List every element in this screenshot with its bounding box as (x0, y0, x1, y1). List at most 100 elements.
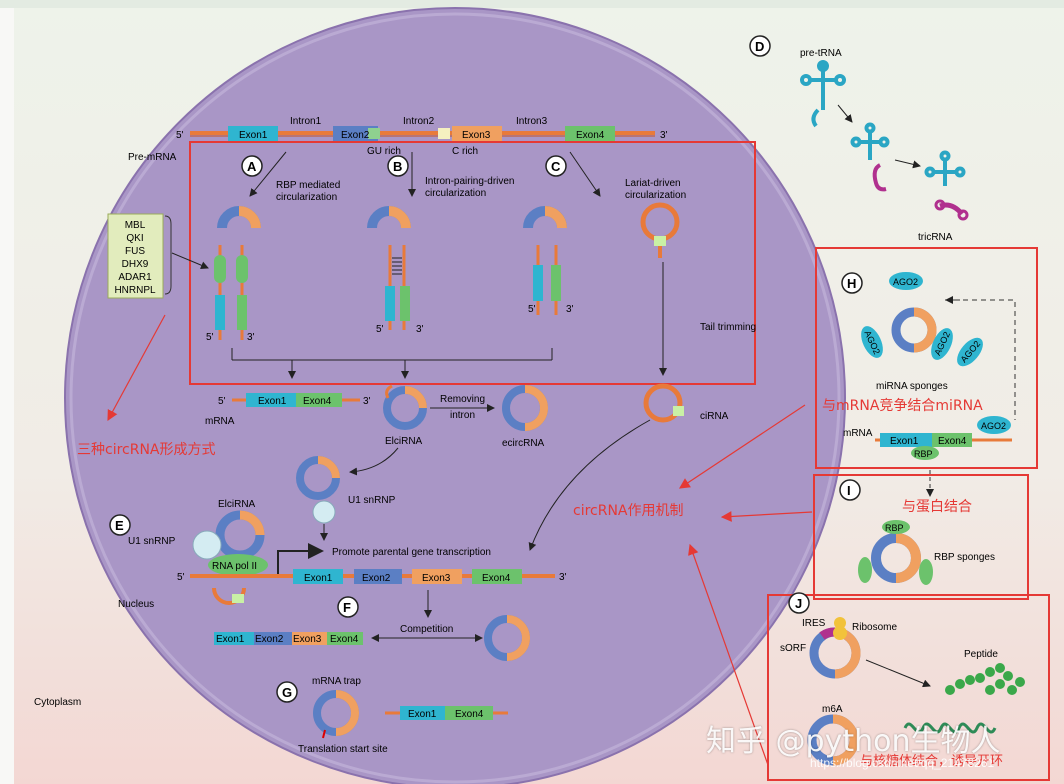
ago2-left: AGO2 (861, 326, 883, 358)
label-j: J (788, 592, 810, 614)
watermark-main: 知乎 @python生物人 (706, 724, 1001, 759)
protein-bind-annotation: 与蛋白结合 (902, 499, 972, 515)
svg-text:Exon2: Exon2 (362, 573, 391, 584)
protein-qki: QKI (126, 233, 143, 244)
label-e: E (109, 514, 131, 536)
translation-arrow (865, 659, 931, 688)
rbp-sponge-ring: RBP (858, 520, 933, 585)
svg-text:Exon4: Exon4 (303, 396, 332, 407)
svg-text:J: J (795, 596, 802, 611)
svg-text:mRNA: mRNA (843, 428, 873, 439)
translation-box (767, 594, 1050, 781)
svg-text:Exon4: Exon4 (455, 709, 484, 720)
g-circrna (313, 690, 360, 739)
formation-annotation-arrow (107, 314, 166, 422)
pre-mrna-5prime: 5' (176, 130, 184, 141)
svg-text:RBP: RBP (885, 523, 904, 533)
svg-text:Exon4: Exon4 (482, 573, 511, 584)
ago2-far-right: AGO2 (957, 337, 983, 367)
tricrna-shape (934, 199, 969, 221)
svg-text:C: C (551, 159, 561, 174)
protein-dhx9: DHX9 (122, 259, 149, 270)
cirna-label: ciRNA (700, 411, 729, 422)
svg-text:Exon2: Exon2 (255, 634, 284, 645)
pre-mrna: 5' 3' Exon1 Exon2 Exon3 Exon4 Intron1 In… (128, 116, 668, 163)
ecircrna-ring: ecircRNA (502, 385, 549, 449)
mirna-sponge-ring (891, 307, 937, 353)
svg-text:5': 5' (218, 396, 226, 407)
svg-text:Exon3: Exon3 (422, 573, 451, 584)
translation-start-site-label: Translation start site (298, 744, 388, 755)
svg-text:Exon4: Exon4 (938, 436, 967, 447)
c-rich-block (438, 128, 450, 139)
svg-text:Exon1: Exon1 (408, 709, 437, 720)
removing-intron-1: Removing (440, 394, 485, 405)
nuclear-envelope (69, 12, 841, 784)
elcirna-ring: ElciRNA (383, 384, 427, 447)
a-title-1: RBP mediated (276, 180, 340, 191)
svg-text:Exon1: Exon1 (304, 573, 333, 584)
exon2-label: Exon2 (341, 130, 370, 141)
mechanism-arrow-from-h (679, 404, 806, 489)
competition-label: Competition (400, 624, 453, 635)
mrna-product: Exon1 Exon4 5' 3' mRNA (205, 393, 371, 427)
a-title-2: circularization (276, 192, 337, 203)
exon4-label: Exon4 (576, 130, 605, 141)
svg-text:3': 3' (416, 324, 424, 335)
svg-text:3': 3' (566, 304, 574, 315)
parental-gene: Exon1 Exon2 Exon3 Exon4 5' 3' (177, 569, 567, 584)
mechanism-arrow-from-i (720, 511, 813, 522)
u1-snrnp-label-2: U1 snRNP (128, 536, 176, 547)
elcirna-label: ElciRNA (385, 436, 423, 447)
label-h: H (841, 272, 863, 294)
svg-text:5': 5' (177, 572, 185, 583)
elcirna-u1-complex: U1 snRNP (296, 456, 396, 524)
b-title-2: circularization (425, 188, 486, 199)
elcirna-label-2: ElciRNA (218, 499, 256, 510)
rbp-sponges-label: RBP sponges (934, 552, 995, 563)
mirna-compete-annotation: 与mRNA竞争结合miRNA (822, 397, 983, 414)
translation-ring (809, 617, 861, 679)
c-title-2: circularization (625, 190, 686, 201)
cirna-ring: ciRNA (643, 383, 729, 423)
svg-text:3': 3' (247, 332, 255, 343)
c-title-1: Lariat-driven (625, 178, 681, 189)
top-margin (0, 0, 1064, 8)
svg-text:I: I (847, 483, 851, 498)
svg-text:A: A (247, 159, 257, 174)
lariat-structure (640, 202, 680, 258)
g-mrna: Exon1 Exon4 (385, 706, 508, 720)
exon2-block (333, 126, 378, 141)
protein-adar1: ADAR1 (118, 272, 152, 283)
nucleus-label: Nucleus (118, 599, 154, 610)
exon4-block (565, 126, 615, 141)
ribosome-label: Ribosome (852, 622, 897, 633)
peptide-label: Peptide (964, 649, 998, 660)
intron3-label: Intron3 (516, 116, 548, 127)
svg-text:E: E (115, 518, 124, 533)
h-mrna: mRNA Exon1 Exon4 AGO2 RBP (843, 416, 1012, 460)
svg-text:AGO2: AGO2 (893, 277, 918, 287)
ago2-top: AGO2 (889, 272, 923, 290)
protein-fus: FUS (125, 246, 145, 257)
svg-text:Exon3: Exon3 (293, 634, 322, 645)
ecircrna-label: ecircRNA (502, 438, 545, 449)
svg-text:RBP: RBP (914, 449, 933, 459)
mature-trna-shape (924, 150, 966, 186)
arrow-to-c (569, 151, 601, 197)
peptide-chain (945, 663, 1025, 695)
rbp-sponge-box (813, 474, 1029, 600)
left-margin (0, 0, 14, 784)
mechanism-arrow-from-j (688, 543, 769, 766)
exon1-block (228, 126, 278, 141)
pre-trna-shape (800, 60, 846, 128)
svg-text:B: B (393, 159, 402, 174)
label-b: B (387, 155, 409, 177)
cleaved-trna-shape (850, 122, 890, 192)
u1-snrnp-label-1: U1 snRNP (348, 495, 396, 506)
d-arrow-2 (894, 159, 921, 169)
svg-text:F: F (343, 600, 351, 615)
transcription-complex: RNA pol II (192, 510, 268, 605)
rbp-right (236, 255, 248, 283)
